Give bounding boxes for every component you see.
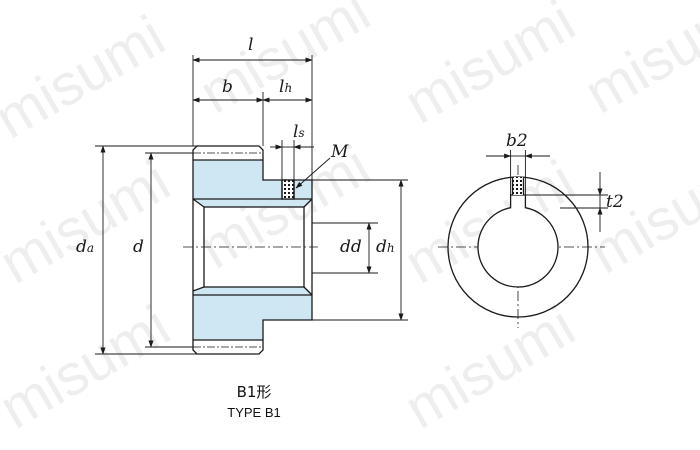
label-lh: lh: [279, 77, 292, 97]
bore-chamfer: [192, 198, 205, 208]
label-d: d: [133, 237, 144, 257]
label-ls: ls: [293, 122, 305, 142]
label-dh: dh: [376, 237, 395, 257]
label-ls-sub: s: [298, 126, 304, 140]
label-M: M: [330, 142, 349, 162]
watermark-text: misumi: [0, 293, 181, 441]
type-label-en: TYPE B1: [227, 405, 280, 420]
bore-chamfer: [192, 286, 205, 292]
label-t2: t2: [606, 192, 624, 212]
keyway-hatch: [512, 177, 524, 195]
type-label-jp: B1形: [237, 383, 272, 401]
watermark-text: misumi: [0, 148, 181, 296]
watermark-text: misumi: [579, 138, 700, 286]
watermark-text: misumi: [574, 0, 700, 126]
bore-chamfer: [303, 198, 313, 208]
front-dimension-labels: b2 t2: [506, 131, 624, 212]
caption: B1形 TYPE B1: [227, 383, 280, 420]
label-dh-sub: h: [387, 241, 395, 255]
bore-with-keyway: [477, 194, 559, 288]
watermark-text: misumi: [189, 0, 381, 126]
label-dh-main: d: [376, 237, 387, 257]
section-fill-lower: [193, 287, 312, 340]
set-screw: [281, 179, 295, 200]
label-lh-sub: h: [284, 81, 292, 95]
leader-M: [295, 157, 331, 189]
label-da-main: d: [76, 237, 87, 257]
label-lh-main: l: [279, 77, 284, 97]
label-da-sub: a: [87, 241, 94, 255]
dimension-lines: [95, 55, 408, 355]
gear-section-view: [183, 145, 318, 355]
label-b: b: [222, 77, 233, 97]
label-b2: b2: [506, 131, 528, 151]
watermark-text: misumi: [0, 3, 176, 151]
label-ls-main: l: [293, 122, 298, 142]
label-dd: dd: [340, 237, 362, 257]
label-da: da: [76, 237, 94, 257]
front-dimension-lines: [486, 150, 608, 232]
gear-outline: [192, 145, 313, 355]
watermark-text: misumi: [394, 293, 586, 441]
dimension-labels: l b lh ls M da d dd dh: [76, 35, 395, 257]
bore-chamfer: [303, 286, 313, 296]
hub-front-view: [438, 165, 605, 328]
watermark-text: misumi: [394, 0, 586, 136]
label-l: l: [248, 35, 253, 55]
